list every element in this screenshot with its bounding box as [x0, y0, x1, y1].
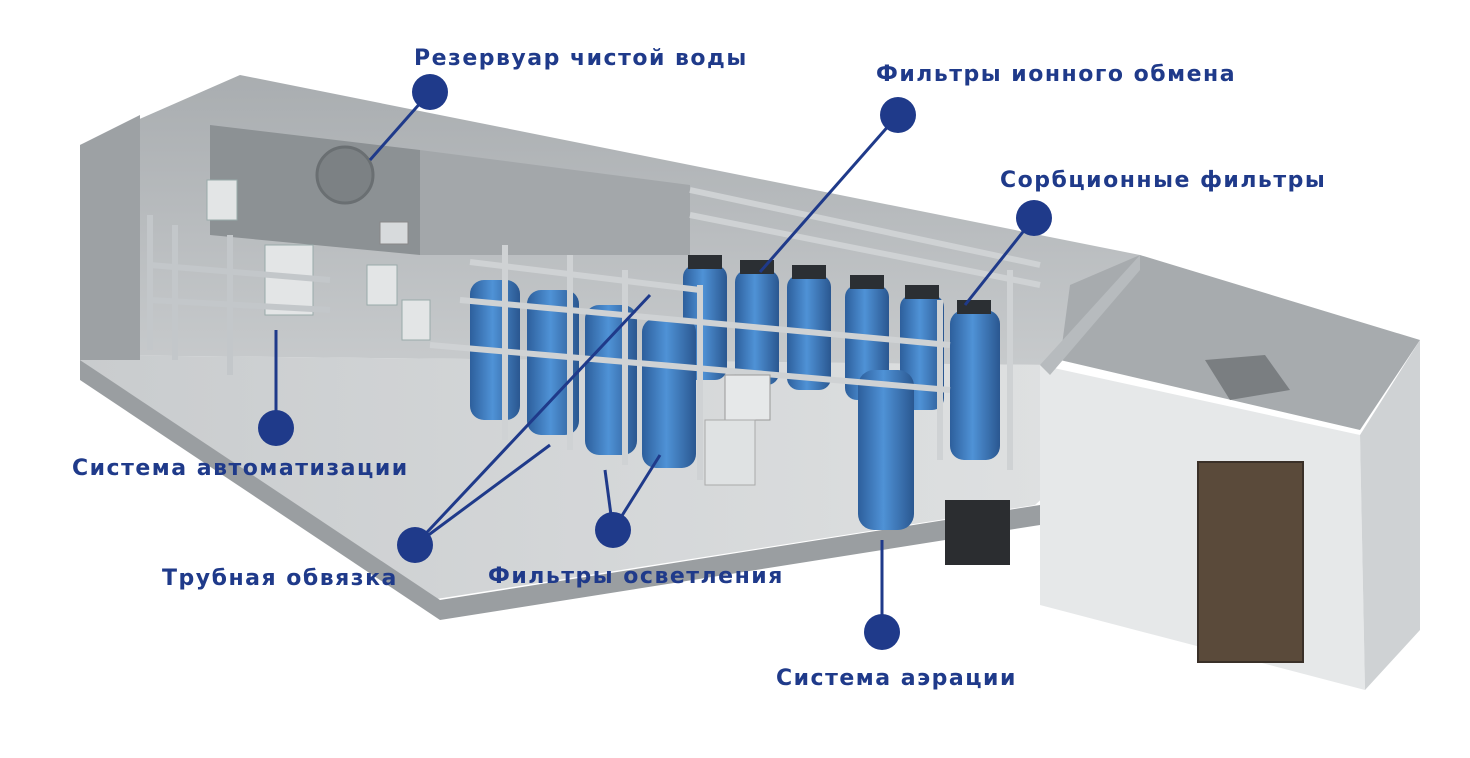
right-room-side-wall: [1360, 340, 1420, 690]
label-aeration-system: Система аэрации: [776, 666, 1017, 691]
label-clean-water-tank: Резервуар чистой воды: [414, 46, 748, 71]
callout-dots: [258, 74, 1052, 650]
filter-piping: [429, 187, 1041, 480]
right-room-floor: [1060, 255, 1420, 430]
label-ion-exchange-filters: Фильтры ионного обмена: [876, 62, 1237, 87]
sorption-marker: [1016, 200, 1052, 236]
piping-marker: [397, 527, 433, 563]
ion-exchange-marker: [880, 97, 916, 133]
door: [1197, 461, 1304, 663]
container-left-end: [80, 115, 140, 360]
container-floor: [80, 355, 1100, 600]
clarification-marker: [595, 512, 631, 548]
callout-lines: [274, 91, 1036, 632]
label-clarification-filters: Фильтры осветления: [488, 564, 784, 589]
label-piping: Трубная обвязка: [162, 566, 398, 591]
automation-marker: [258, 410, 294, 446]
ventilation-unit: [1205, 355, 1290, 400]
label-automation-system: Система автоматизации: [72, 456, 409, 481]
aeration-marker: [864, 614, 900, 650]
clean-water-tank-marker: [412, 74, 448, 110]
container-front-base: [440, 505, 1040, 620]
label-sorption-filters: Сорбционные фильтры: [1000, 168, 1327, 193]
left-piping: [147, 215, 331, 375]
container-front-edge: [80, 360, 440, 620]
